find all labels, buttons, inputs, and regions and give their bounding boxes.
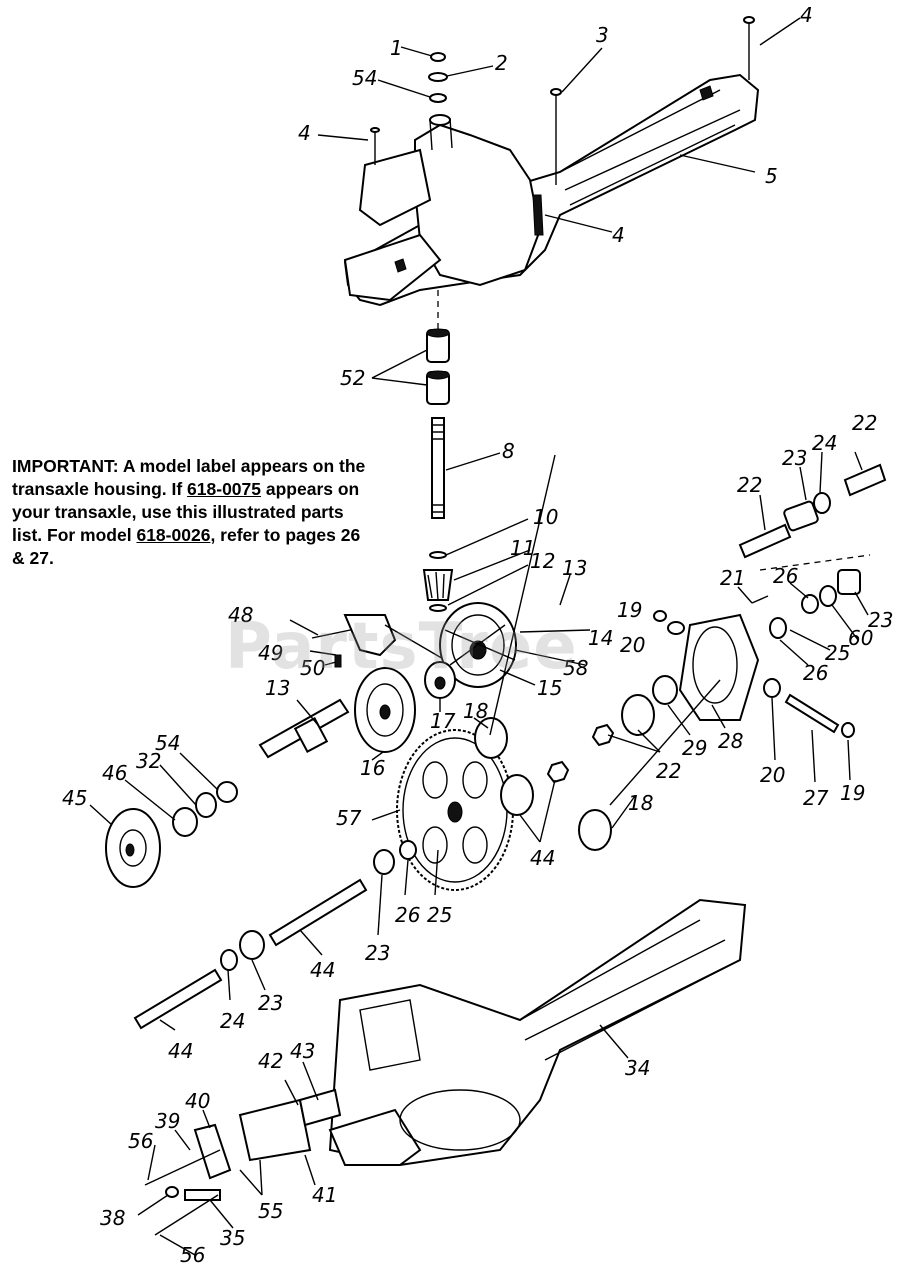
callout-10: 10 (533, 505, 558, 529)
notice-model-a: 618-0075 (187, 479, 262, 499)
notice-middle: appears on your transaxle, use this illu… (12, 479, 360, 545)
callout-56: 56 (128, 1129, 153, 1153)
callout-24: 24 (812, 431, 837, 455)
callout-4: 4 (298, 121, 311, 145)
bearings-52 (426, 328, 450, 405)
callout-45: 45 (62, 786, 87, 810)
callout-4: 4 (612, 223, 625, 247)
callout-35: 35 (220, 1226, 245, 1250)
callout-24: 24 (220, 1009, 245, 1033)
housing-bolts (370, 16, 755, 236)
callout-56: 56 (180, 1243, 205, 1267)
callout-40: 40 (185, 1089, 210, 1113)
callout-25: 25 (825, 641, 850, 665)
callout-17: 17 (430, 709, 456, 733)
callout-23: 23 (365, 941, 390, 965)
notice-model-b: 618-0026 (136, 525, 211, 545)
callout-16: 16 (360, 756, 385, 780)
shift-fork-assembly (311, 614, 446, 668)
lower-housing (328, 898, 747, 1167)
callout-27: 27 (803, 786, 829, 810)
shift-linkage (144, 1088, 342, 1236)
callout-18: 18 (628, 791, 653, 815)
callout-14: 14 (588, 626, 613, 650)
callout-12: 12 (530, 549, 555, 573)
shaft-13 (258, 698, 350, 759)
callout-11: 11 (510, 536, 535, 560)
pinion-gear (422, 569, 454, 612)
callout-26: 26 (773, 564, 798, 588)
callout-54: 54 (155, 731, 180, 755)
pulley-45 (105, 781, 238, 888)
spur-gears (474, 694, 655, 851)
right-shaft-assembly (738, 463, 887, 639)
callout-54: 54 (352, 66, 377, 90)
leader-lines (89, 17, 869, 1256)
callout-1: 1 (390, 36, 403, 60)
callout-3: 3 (596, 23, 609, 47)
callout-42: 42 (258, 1049, 283, 1073)
callout-29: 29 (682, 736, 707, 760)
callout-44: 44 (530, 846, 555, 870)
callout-28: 28 (718, 729, 743, 753)
callout-labels: 1 2 54 3 4 4 5 4 52 8 10 11 12 13 48 49 … (62, 3, 893, 1267)
sprocket-16 (354, 667, 416, 753)
callout-13: 13 (265, 676, 290, 700)
callout-20: 20 (760, 763, 785, 787)
callout-44: 44 (168, 1039, 193, 1063)
callout-46: 46 (102, 761, 127, 785)
bevel-gear (439, 602, 517, 688)
gear-17 (424, 661, 456, 699)
callout-23: 23 (782, 446, 807, 470)
side-cover-28 (652, 610, 855, 738)
notice-prefix: IMPORTANT: A model label appears on the … (12, 456, 366, 499)
callout-50: 50 (300, 656, 325, 680)
callout-44: 44 (310, 958, 335, 982)
callout-19: 19 (840, 781, 865, 805)
callout-13: 13 (562, 556, 587, 580)
callout-57: 57 (336, 806, 362, 830)
callout-41: 41 (312, 1183, 337, 1207)
callout-21: 21 (720, 566, 745, 590)
callout-60: 60 (848, 626, 873, 650)
callout-39: 39 (155, 1109, 180, 1133)
callout-5: 5 (765, 164, 778, 188)
callout-2: 2 (495, 51, 508, 75)
callout-26: 26 (395, 903, 420, 927)
callout-52: 52 (340, 366, 365, 390)
callout-22: 22 (737, 473, 762, 497)
model-notice: IMPORTANT: A model label appears on the … (12, 455, 366, 570)
callout-55: 55 (258, 1199, 283, 1223)
callout-23: 23 (868, 608, 893, 632)
callout-20: 20 (620, 633, 645, 657)
callout-32: 32 (136, 749, 161, 773)
callout-34: 34 (625, 1056, 650, 1080)
callout-22: 22 (656, 759, 681, 783)
callout-8: 8 (502, 439, 515, 463)
upper-housing (343, 73, 760, 307)
callout-18: 18 (463, 699, 488, 723)
callout-38: 38 (100, 1206, 125, 1230)
callout-48: 48 (228, 603, 253, 627)
callout-22: 22 (852, 411, 877, 435)
callout-15: 15 (537, 676, 562, 700)
shafts-44 (133, 840, 417, 1030)
callout-49: 49 (258, 641, 283, 665)
callout-43: 43 (290, 1039, 315, 1063)
input-shaft (429, 417, 447, 559)
callout-23: 23 (258, 991, 283, 1015)
callout-26: 26 (803, 661, 828, 685)
callout-4: 4 (800, 3, 813, 27)
callout-25: 25 (427, 903, 452, 927)
callout-58: 58 (563, 656, 588, 680)
notice-suffix: , refer to pages 26 & 27. (12, 525, 361, 568)
top-washers (428, 52, 448, 103)
callout-19: 19 (617, 598, 642, 622)
watermark: PartsTree (225, 610, 578, 684)
